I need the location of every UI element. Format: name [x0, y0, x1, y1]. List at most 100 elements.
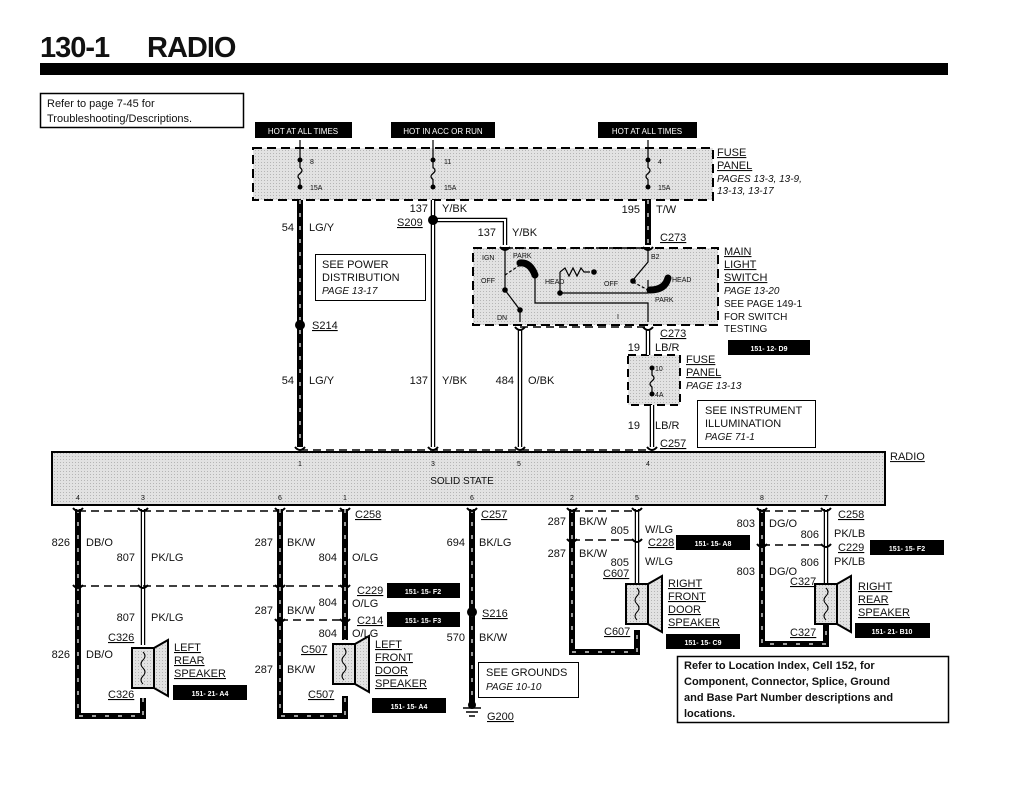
- splice-s216: S216: [482, 608, 508, 620]
- wire-color: W/LG: [645, 524, 673, 536]
- refer-note-line1: Refer to page 7-45 for: [47, 98, 155, 110]
- wire-color: O/LG: [352, 552, 378, 564]
- fuse-number: 4: [658, 159, 662, 166]
- power-label-hot-acc-run: HOT IN ACC OR RUN: [403, 127, 483, 136]
- wire-labels: 54 LG/Y 54 LG/Y 137 Y/BK 137 Y/BK 137 Y/…: [52, 203, 866, 676]
- page-title: RADIO: [147, 32, 236, 64]
- radio-pin: 7: [824, 495, 828, 502]
- connector-c257: C257: [481, 509, 507, 521]
- fuse-number: 10: [655, 366, 663, 373]
- fuse-icon: [430, 160, 436, 187]
- connector-labels: C273 C273 C257 C258 C257 C258 C229 C214 …: [108, 217, 864, 723]
- wire-color: DB/O: [86, 537, 113, 549]
- radio-pin: 4: [646, 461, 650, 468]
- power-label-box: [255, 122, 352, 138]
- switch-terminal-b2: B2: [651, 254, 660, 261]
- speaker-label: FRONT: [668, 591, 706, 603]
- note-line: Refer to Location Index, Cell 152, for: [684, 660, 875, 672]
- circuit-number: 826: [52, 649, 70, 661]
- circuit-number: 803: [737, 518, 755, 530]
- see-grounds-note: SEE GROUNDS PAGE 10-10: [478, 662, 579, 698]
- wire-color: T/W: [656, 204, 677, 216]
- circuit-number: 19: [628, 420, 640, 432]
- wire-color: BK/W: [287, 605, 316, 617]
- note-line: Component, Connector, Splice, Ground: [684, 676, 890, 688]
- c257-connector-icon: [294, 446, 306, 451]
- location-tag: [387, 612, 460, 627]
- left-rear-speaker-icon-coil: [140, 651, 146, 685]
- switch-position-head: HEAD: [672, 277, 691, 284]
- c229-connector-icon: [756, 543, 768, 548]
- fuse-panel-2-box: [627, 354, 681, 406]
- location-tag: [728, 340, 810, 355]
- wire-color: O/LG: [352, 598, 378, 610]
- location-tag: [676, 535, 750, 550]
- note-line: locations.: [684, 708, 735, 720]
- c258-connector-icon: [631, 507, 643, 512]
- c258-connector-icon: [72, 507, 84, 512]
- splice-s214-icon: [295, 320, 305, 330]
- fuse-panel-page: PAGE 13-13: [686, 381, 742, 392]
- connector-c273: C273: [660, 328, 686, 340]
- location-tag: [387, 583, 460, 598]
- speaker-label: REAR: [174, 655, 205, 667]
- switch-terminal-ign: IGN: [482, 255, 494, 262]
- section-number: 130-1: [40, 32, 110, 64]
- circuit-number: 137: [478, 227, 496, 239]
- header-rule: [40, 63, 948, 75]
- switch-label: MAIN: [724, 246, 752, 258]
- wires: [72, 140, 852, 719]
- speaker-label: LEFT: [375, 639, 402, 651]
- circuit-number: 195: [622, 204, 640, 216]
- connector-c326: C326: [108, 632, 134, 644]
- location-tag: [855, 623, 930, 638]
- note-line: and Base Part Number descriptions and: [684, 692, 893, 704]
- c229-connector-icon: [820, 543, 832, 548]
- fuse-panel-label: PANEL: [717, 160, 752, 172]
- wire-287-bk-w: [569, 509, 640, 655]
- connector-c214: C214: [357, 615, 383, 627]
- fuse-rating: 15A: [310, 185, 323, 192]
- radio-type: SOLID STATE: [430, 476, 494, 487]
- circuit-number: 805: [611, 557, 629, 569]
- right-front-speaker-icon-cone: [647, 574, 663, 634]
- refer-note-box: Refer to page 7-45 for Troubleshooting/D…: [39, 92, 245, 129]
- note-line: PAGE 10-10: [486, 682, 542, 693]
- ground-icon: [463, 707, 481, 717]
- connector-c229: C229: [357, 585, 383, 597]
- location-tag: [666, 634, 740, 649]
- speaker-label: LEFT: [174, 642, 201, 654]
- c273-connector-icon: [514, 326, 526, 331]
- location-tag-text: 151- 15- C9: [685, 640, 722, 647]
- fuse-number: 11: [444, 159, 451, 166]
- wire-color: PK/LG: [151, 612, 183, 624]
- speaker-label: SPEAKER: [858, 607, 910, 619]
- radio-label: RADIO: [890, 451, 925, 463]
- circuit-number: 287: [255, 664, 273, 676]
- wire-826-db-o: [75, 509, 146, 719]
- speaker-label: FRONT: [375, 652, 413, 664]
- circuit-number: 54: [282, 375, 294, 387]
- wire-color: LB/R: [655, 342, 680, 354]
- note-line: SEE INSTRUMENT: [705, 405, 802, 417]
- c257-connector-icon: [646, 446, 658, 451]
- note-line: PAGE 13-17: [322, 286, 378, 297]
- switch-terminal-i: I: [617, 314, 619, 321]
- wire-color: PK/LB: [834, 556, 865, 568]
- fuse-icon: [297, 160, 303, 187]
- circuit-number: 804: [319, 628, 337, 640]
- location-tag-text: 151- 15- F2: [889, 546, 925, 553]
- power-label-hot-all-times: HOT AT ALL TIMES: [268, 127, 338, 136]
- circuit-number: 54: [282, 222, 294, 234]
- fuse-panel-box: [252, 147, 714, 201]
- speaker-label: DOOR: [375, 665, 408, 677]
- power-label-box: [598, 122, 697, 138]
- c258-connector-icon: [566, 507, 578, 512]
- c214-connector-icon: [339, 618, 351, 623]
- splice-s209-icon: [428, 215, 438, 225]
- wire-137-y-bk-branch-core: [436, 219, 506, 245]
- switch-position-park: PARK: [513, 253, 532, 260]
- connector-c273: C273: [660, 232, 686, 244]
- wire-color: W/LG: [645, 556, 673, 568]
